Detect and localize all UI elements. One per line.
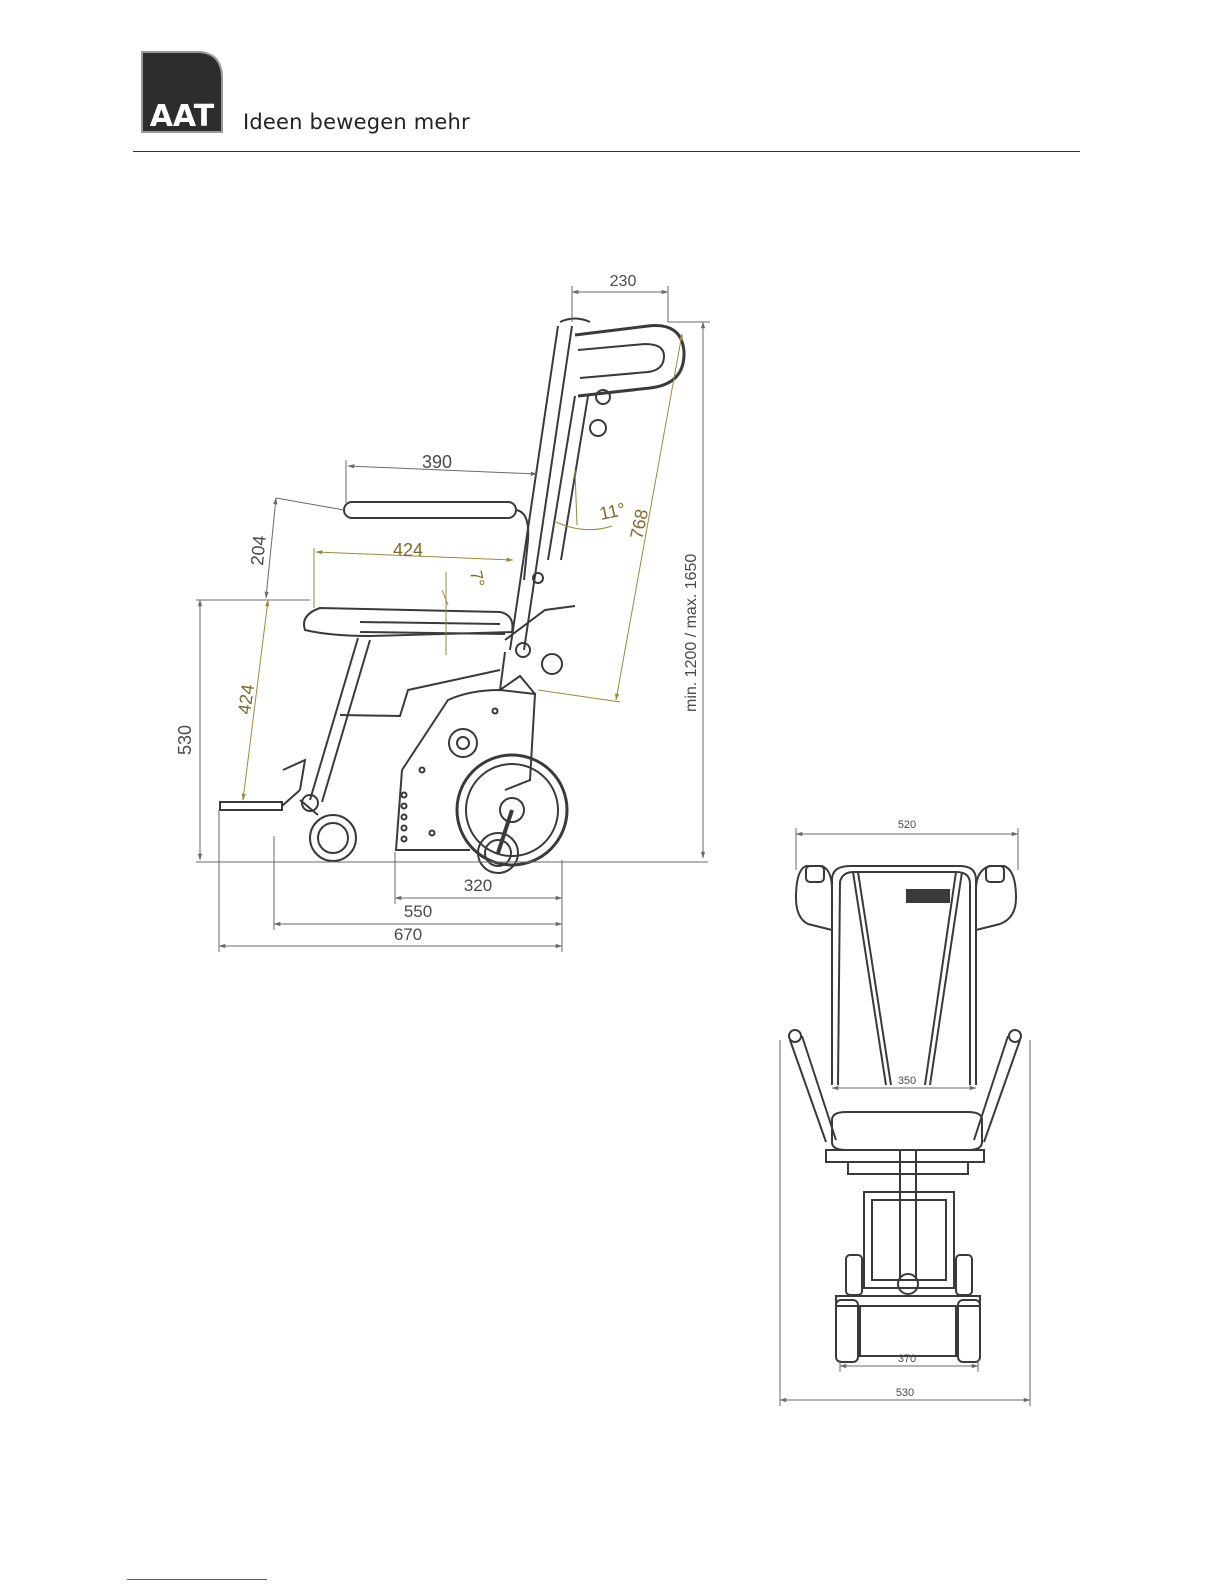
label-530-width: 530 bbox=[896, 1387, 914, 1399]
side-view-dimensions-gray bbox=[196, 286, 710, 952]
label-530: 530 bbox=[175, 725, 195, 755]
footer-divider bbox=[127, 1579, 267, 1580]
label-424-depth: 424 bbox=[393, 540, 423, 560]
label-670: 670 bbox=[394, 925, 422, 944]
front-view-labels: 520 350 370 530 bbox=[896, 819, 916, 1399]
label-11-deg: 11° bbox=[598, 499, 627, 524]
label-total-height: min. 1200 / max. 1650 bbox=[683, 554, 700, 712]
label-7-deg: 7° bbox=[466, 569, 488, 589]
label-230: 230 bbox=[610, 273, 637, 290]
label-350: 350 bbox=[898, 1075, 916, 1087]
label-424-height: 424 bbox=[234, 683, 258, 716]
label-370: 370 bbox=[898, 1353, 916, 1365]
label-550: 550 bbox=[404, 902, 432, 921]
label-320: 320 bbox=[464, 876, 492, 895]
label-520: 520 bbox=[898, 819, 916, 831]
side-view-dimensions-gold bbox=[243, 334, 682, 800]
label-390: 390 bbox=[422, 452, 452, 472]
front-view-chair bbox=[789, 866, 1021, 1362]
side-view-chair bbox=[220, 319, 684, 874]
label-204: 204 bbox=[247, 535, 270, 567]
label-768: 768 bbox=[626, 507, 652, 541]
